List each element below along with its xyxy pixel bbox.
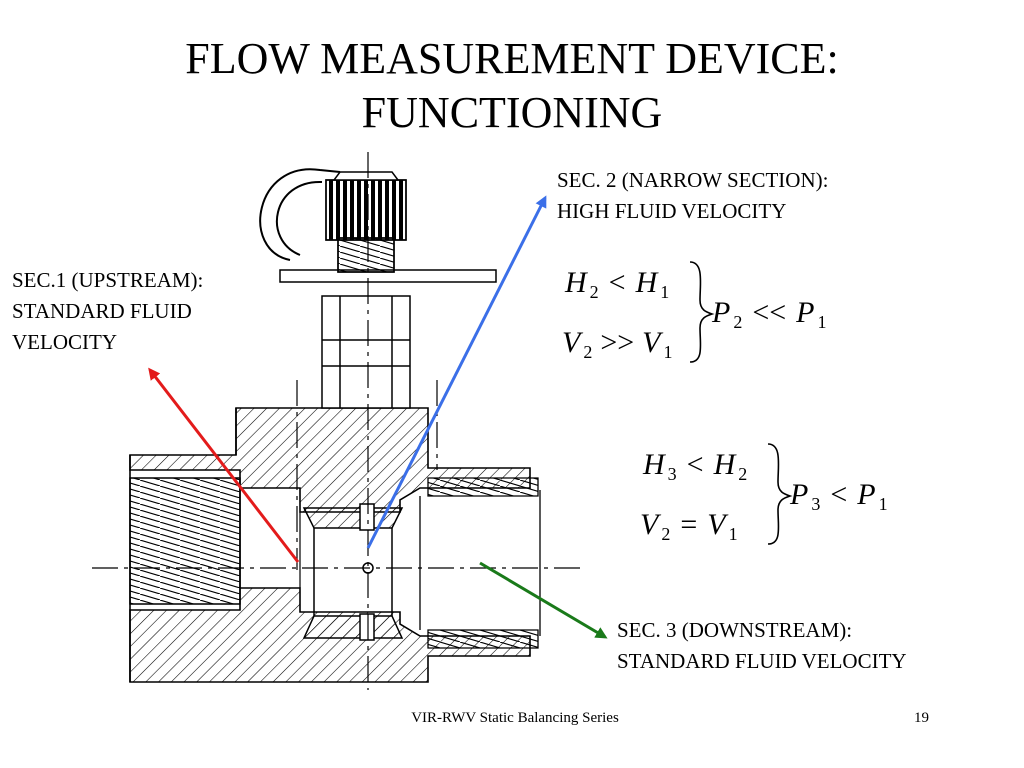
svg-text:H3<H2: H3<H2 [642, 448, 747, 484]
sec2-label-line-2: HIGH FLUID VELOCITY [557, 199, 787, 223]
port-cap [259, 168, 407, 261]
orifice-insert [302, 503, 404, 641]
sec1-label-line-3: VELOCITY [12, 330, 117, 354]
sec1-label-line-1: SEC.1 (UPSTREAM): [12, 268, 204, 292]
title-line-2: FUNCTIONING [361, 88, 663, 137]
svg-text:V2>>V1: V2>>V1 [562, 326, 673, 362]
sec3-label: SEC. 3 (DOWNSTREAM): STANDARD FLUID VELO… [617, 615, 907, 677]
centerlines [92, 152, 585, 690]
slide-number: 19 [914, 710, 929, 726]
svg-text:V2=V1: V2=V1 [640, 508, 738, 544]
svg-text:P2<<P1: P2<<P1 [711, 296, 827, 332]
sec2-label-line-1: SEC. 2 (NARROW SECTION): [557, 168, 829, 192]
svg-text:H2<H1: H2<H1 [564, 266, 669, 302]
slide-title: FLOW MEASUREMENT DEVICE: FUNCTIONING [0, 32, 1024, 140]
sec1-label-line-2: STANDARD FLUID [12, 299, 192, 323]
sec3-label-line-1: SEC. 3 (DOWNSTREAM): [617, 618, 853, 642]
sec3-label-line-2: STANDARD FLUID VELOCITY [617, 649, 907, 673]
outlet-thread [419, 477, 541, 649]
pressure-port [279, 237, 497, 409]
svg-text:P3<P1: P3<P1 [789, 478, 888, 514]
slide-footer: VIR-RWV Static Balancing Series [411, 710, 619, 726]
sec1-arrow [148, 367, 300, 563]
title-line-1: FLOW MEASUREMENT DEVICE: [185, 34, 839, 83]
sec1-label: SEC.1 (UPSTREAM): STANDARD FLUID VELOCIT… [12, 265, 203, 358]
sec2-label: SEC. 2 (NARROW SECTION): HIGH FLUID VELO… [557, 165, 828, 227]
sec2-arrow [366, 195, 547, 549]
inlet-thread [129, 477, 241, 605]
sec3-arrow [479, 561, 608, 639]
